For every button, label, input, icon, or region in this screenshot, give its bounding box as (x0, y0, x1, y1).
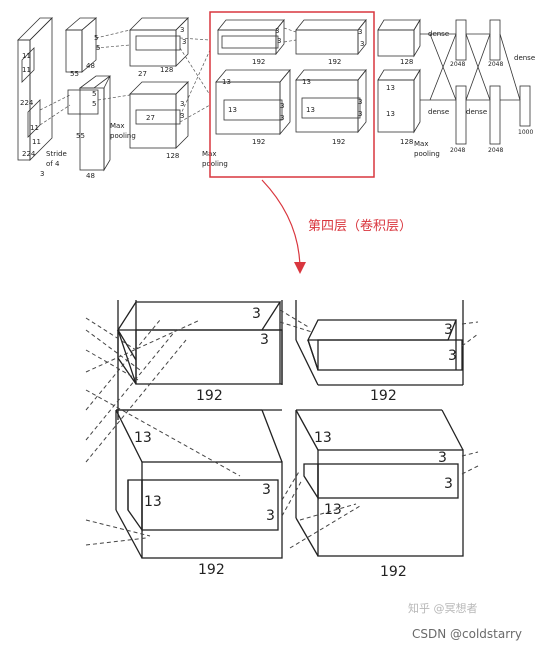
conv2-pool-label-2: pooling (202, 160, 228, 168)
conv3-kernel-c: 3 (280, 102, 284, 110)
fc-size-2: 2048 (488, 61, 503, 68)
conv1-dim-a: 55 (70, 70, 79, 78)
conv4-kernel-d: 3 (358, 110, 362, 118)
conv2-pool-label: Max (202, 150, 216, 158)
conv3-kernel-b: 3 (277, 37, 281, 45)
fc-dense-label-1: dense (428, 30, 449, 38)
zoom-bottom-right-block: 13 13 3 3 192 (295, 409, 464, 580)
conv5-depth-a: 128 (400, 58, 413, 66)
zoom-tl-kernel-b: 3 (260, 332, 269, 348)
conv4-dim-b: 13 (306, 106, 315, 114)
fc-size-3: 2048 (450, 147, 465, 154)
conv3-kernel-a: 3 (275, 27, 279, 35)
conv5-pool-label: Max (414, 140, 428, 148)
fc-size-1: 2048 (450, 61, 465, 68)
zoom-bl-kernel-a: 3 (262, 482, 271, 498)
conv1-dim-b: 55 (76, 132, 85, 140)
csdn-watermark: CSDN @coldstarry (412, 627, 522, 641)
stride-label-2: of 4 (46, 160, 60, 168)
fc-size-4: 2048 (488, 147, 503, 154)
conv1-kernel-d: 5 (92, 100, 96, 108)
zoom-bl-dim-a: 13 (134, 430, 152, 446)
conv1-depth-b: 48 (86, 172, 95, 180)
zoom-bl-dim-b: 13 (144, 494, 162, 510)
conv1-volume: 5 5 55 48 5 5 55 48 Max pooling (64, 17, 136, 180)
top-architecture: 11 11 224 11 11 224 3 Stride of 4 5 5 55… (17, 11, 535, 180)
fc-dense-label-2: dense (428, 108, 449, 116)
zoom-br-kernel-b: 3 (444, 476, 453, 492)
conv3-volume: 3 3 192 13 13 3 3 192 (215, 18, 291, 146)
input-kernel-label-b: 11 (22, 66, 31, 74)
conv5-dim-a: 13 (386, 84, 395, 92)
zoom-tl-kernel-a: 3 (252, 306, 261, 322)
conv3-dim-b: 13 (228, 106, 237, 114)
conv3-dim-a: 13 (222, 78, 231, 86)
fc-output-size: 1000 (518, 129, 533, 136)
conv4-depth-b: 192 (332, 138, 345, 146)
zoom-top-right-block: 3 3 192 (295, 319, 463, 404)
conv2-depth-b: 128 (166, 152, 179, 160)
input-volume: 11 11 224 11 11 224 3 Stride of 4 (17, 17, 71, 178)
conv1-pool-label-2: pooling (110, 132, 136, 140)
zoom-tr-kernel-a: 3 (444, 322, 453, 338)
zoom-br-dim-b: 13 (324, 502, 342, 518)
conv3-depth-b: 192 (252, 138, 265, 146)
conv1-kernel-c: 5 (92, 90, 96, 98)
conv1-kernel-a: 5 (94, 34, 98, 42)
conv4-kernel-b: 3 (360, 40, 364, 48)
zoom-connection-lines (85, 309, 479, 549)
stride-label: Stride (46, 150, 67, 158)
input-size-label: 224 (20, 99, 34, 107)
conv4-kernel-a: 3 (358, 28, 362, 36)
input-kernel-label-a: 11 (22, 52, 31, 60)
conv5-pool-label-2: pooling (414, 150, 440, 158)
conv2-kernel-a: 3 (180, 26, 184, 34)
zoom-top-left-block: 3 3 192 (116, 301, 283, 404)
zoom-bottom-left-block: 13 13 3 3 192 (115, 409, 283, 578)
zoom-bl-kernel-b: 3 (266, 508, 275, 524)
conv1-depth-a: 48 (86, 62, 95, 70)
conv4-volume: 3 3 192 13 13 3 3 192 (283, 18, 367, 146)
zoom-br-depth: 192 (380, 564, 407, 580)
input-kernel-label-c: 11 (30, 124, 39, 132)
conv4-kernel-c: 3 (358, 98, 362, 106)
conv5-depth-b: 128 (400, 138, 413, 146)
conv2-kernel-d: 3 (180, 112, 184, 120)
conv5-volume: 128 13 13 128 Max pooling (377, 18, 440, 158)
zoom-br-dim-a: 13 (314, 430, 332, 446)
conv2-dim-a: 27 (138, 70, 147, 78)
zoom-tl-depth: 192 (196, 388, 223, 404)
conv1-pool-label: Max (110, 122, 124, 130)
conv2-depth-a: 128 (160, 66, 173, 74)
layer4-highlight-box (209, 11, 375, 178)
input-depth-label: 3 (40, 170, 44, 178)
conv4-dim-a: 13 (302, 78, 311, 86)
zoom-tr-kernel-b: 3 (448, 348, 457, 364)
input-size-label-2: 224 (22, 150, 36, 158)
conv2-kernel-c: 3 (180, 100, 184, 108)
zoom-view: 3 3 192 3 3 192 (85, 300, 479, 580)
zoom-bl-depth: 192 (198, 562, 225, 578)
zoom-tr-depth: 192 (370, 388, 397, 404)
zoom-br-kernel-a: 3 (438, 450, 447, 466)
zhihu-watermark: 知乎 @冥想者 (408, 601, 478, 615)
fc-dense-label-3: dense (466, 108, 487, 116)
conv5-dim-b: 13 (386, 110, 395, 118)
conv3-depth-a: 192 (252, 58, 265, 66)
conv2-volume: 3 3 27 128 27 3 3 128 Max pooling (129, 17, 228, 168)
conv2-kernel-b: 3 (182, 38, 186, 46)
conv3-kernel-d: 3 (280, 114, 284, 122)
conv2-dim-b: 27 (146, 114, 155, 122)
zoom-arrow: 第四层（卷积层） (261, 179, 412, 274)
fc-layers: dense dense dense dense 2048 2048 2048 2… (420, 19, 535, 154)
conv4-depth-a: 192 (328, 58, 341, 66)
arrow-label: 第四层（卷积层） (308, 218, 412, 234)
conv1-kernel-b: 5 (96, 44, 100, 52)
input-kernel-label-d: 11 (32, 138, 41, 146)
fc-dense-label-4: dense (514, 54, 535, 62)
